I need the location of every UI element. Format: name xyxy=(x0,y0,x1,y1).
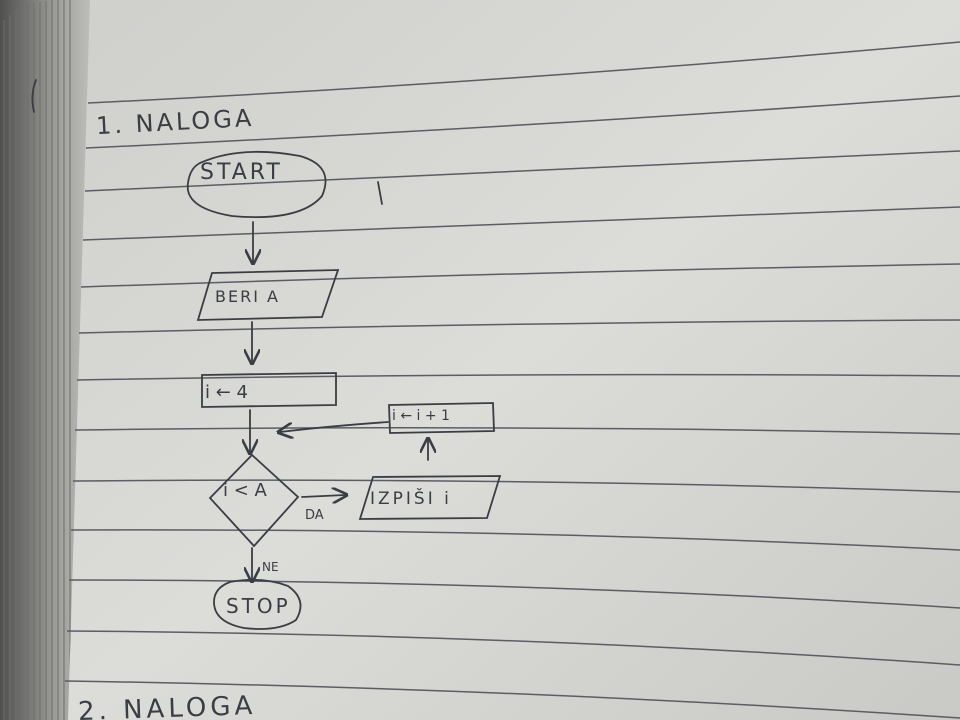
print-parallelogram xyxy=(358,475,502,520)
next-task-title: 2. NALOGA xyxy=(77,690,257,720)
arrow-condition-yes xyxy=(301,495,345,497)
stop-terminal xyxy=(213,578,302,630)
margin-stroke xyxy=(31,79,37,113)
no-branch-label: NE xyxy=(262,560,279,574)
increment-process-box xyxy=(388,402,495,434)
stray-ink-mark xyxy=(377,181,383,205)
start-label: START xyxy=(200,160,283,185)
increment-label: i ← i + 1 xyxy=(392,408,450,424)
input-parallelogram xyxy=(196,269,340,321)
condition-label: i < A xyxy=(223,480,267,501)
assign-label: i ← 4 xyxy=(205,382,248,403)
condition-diamond xyxy=(208,453,300,548)
input-label: BERI A xyxy=(215,287,280,306)
yes-branch-label: DA xyxy=(305,508,324,523)
start-terminal xyxy=(186,150,327,219)
stop-label: STOP xyxy=(226,594,291,618)
assign-process-box xyxy=(201,372,337,408)
print-label: IZPIŠI i xyxy=(370,489,452,509)
arrow-loop-back xyxy=(280,421,389,432)
